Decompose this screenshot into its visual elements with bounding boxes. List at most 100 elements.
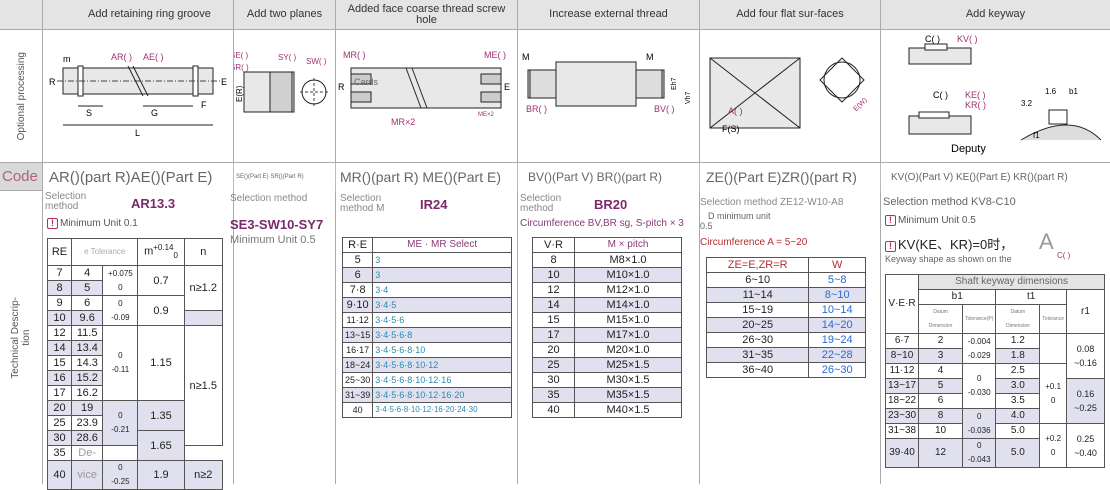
- shape-note: Keyway shape as shown on the: [885, 254, 1012, 264]
- selection-method-label: Selection method: [45, 191, 87, 212]
- selection-method-label: Selection method KV8-C10: [883, 196, 1016, 208]
- code-external-thread: BV()(Part V) BR()(part R): [518, 163, 700, 191]
- d-min-value: 0.5: [700, 221, 713, 231]
- label-sy: SY( ): [278, 53, 297, 62]
- code-coarse-thread: MR()(part R) ME()(Part E): [336, 163, 518, 191]
- label-v32: 3.2: [1021, 99, 1033, 108]
- corner-cell: [0, 0, 43, 30]
- illustration-two-planes: SE( ) SR( ) SY( ) SW( ) E(R): [234, 30, 336, 163]
- selection-method-label: Selection method: [520, 193, 562, 214]
- label-fs: F(S): [722, 124, 740, 134]
- header-two-planes: Add two planes: [234, 0, 336, 30]
- info-icon: !: [885, 215, 896, 226]
- selection-value: AR13.3: [131, 196, 176, 211]
- label-sr: SR( ): [234, 63, 249, 72]
- d-min-label: D minimum unit: [708, 211, 771, 221]
- tech-retaining-ring: Selection method AR13.3 !Minimum Unit 0.…: [43, 191, 234, 490]
- label-a: A( ): [728, 106, 743, 116]
- min-unit: !Minimum Unit 0.5: [885, 215, 976, 226]
- label-m: m: [63, 54, 71, 64]
- label-er: E(R): [235, 85, 244, 102]
- selection-value: BR20: [594, 197, 628, 212]
- code-two-planes: SE()(Part E) SR()(Part R): [234, 163, 336, 191]
- label-cards: Cards: [354, 77, 379, 87]
- label-g: G: [151, 108, 158, 118]
- illustration-four-flat: A( ) F(S) E(W): [700, 30, 881, 163]
- tech-external-thread: Selection method BR20 Circumference BV,B…: [518, 191, 700, 484]
- illustration-retaining-ring: AR( ) AE( ) m R E S G F L: [43, 30, 234, 163]
- selection-method-label: Selection method: [230, 193, 308, 204]
- label-mr2: MR×2: [391, 117, 415, 127]
- header-external-thread: Increase external thread: [518, 0, 700, 30]
- label-deputy: Deputy: [951, 143, 986, 155]
- label-m2: M: [646, 52, 654, 62]
- illustration-keyway: C( ) KV( ) C( ) KE( ) KR( ) Deputy 3.2 1…: [881, 30, 1110, 163]
- selection-method-label: Selection method ZE12-W10-A8: [700, 197, 844, 208]
- tech-four-flat: Selection method ZE12-W10-A8 D minimum u…: [700, 191, 881, 484]
- info-icon: !: [885, 241, 896, 252]
- tech-keyway: Selection method KV8-C10 !Minimum Unit 0…: [881, 191, 1110, 484]
- label-eh7: Eh7: [671, 77, 678, 90]
- technical-description-label: Technical Descrip- tion: [10, 296, 32, 379]
- circumference-note: Circumference A = 5~20: [700, 237, 808, 248]
- col-e-tol: e Tolerance: [71, 238, 139, 266]
- header-keyway: Add keyway: [881, 0, 1110, 30]
- label-f1: f1: [1033, 131, 1040, 140]
- header-four-flat: Add four flat sur-faces: [700, 0, 881, 30]
- label-s: S: [86, 108, 92, 118]
- header-coarse-thread: Added face coarse thread screw hole: [336, 0, 518, 30]
- code-four-flat: ZE()(Part E)ZR()(part R): [700, 163, 881, 191]
- label-c1: C( ): [925, 34, 940, 44]
- label-v16: 1.6: [1045, 87, 1057, 96]
- col-m: m+0.140: [137, 238, 185, 266]
- label-mr: MR( ): [343, 50, 366, 60]
- label-f: F: [201, 100, 207, 110]
- label-ke: KE( ): [965, 90, 986, 100]
- c-label: C( ): [1057, 251, 1071, 260]
- code-label: Code: [0, 163, 43, 191]
- label-r: R: [338, 82, 345, 92]
- optional-processing-label-cell: Optional processing: [0, 30, 43, 163]
- code-retaining-ring: AR()(part R)AE()(Part E): [43, 163, 234, 191]
- selection-method-label: Selection method M: [340, 193, 385, 214]
- label-bv: BV( ): [654, 104, 675, 114]
- label-vh7: Vh7: [685, 91, 692, 104]
- min-unit: Minimum Unit 0.5: [230, 234, 316, 246]
- illustration-coarse-thread: MR( ) ME( ) R E Cards MR×2 ME×2: [336, 30, 518, 163]
- circumference-note: Circumference BV,BR sg, S-pitch × 3: [520, 218, 684, 229]
- kv-note: !KV(KE、KR)=0时，: [885, 234, 1013, 253]
- label-ew: E(W): [852, 97, 868, 113]
- label-ae: AE( ): [143, 52, 164, 62]
- info-icon: !: [47, 218, 58, 229]
- label-kr: KR( ): [965, 100, 986, 110]
- label-e: E: [504, 82, 510, 92]
- big-a: A: [1039, 229, 1054, 254]
- label-r: R: [49, 77, 56, 87]
- label-c2: C( ): [933, 90, 948, 100]
- label-m1: M: [522, 52, 530, 62]
- label-l: L: [135, 128, 140, 138]
- label-me2: ME×2: [478, 112, 495, 118]
- label-ar: AR( ): [111, 52, 132, 62]
- min-unit: !Minimum Unit 0.1: [47, 218, 138, 229]
- label-sw: SW( ): [306, 57, 327, 66]
- technical-description-label-cell: Technical Descrip- tion: [0, 191, 43, 484]
- selection-value: SE3-SW10-SY7: [230, 217, 324, 232]
- optional-processing-label: Optional processing: [15, 51, 27, 141]
- label-se: SE( ): [234, 51, 249, 60]
- selection-value: IR24: [420, 197, 448, 212]
- label-br: BR( ): [526, 104, 547, 114]
- label-b1: b1: [1069, 87, 1078, 96]
- col-n: n: [183, 238, 224, 266]
- code-keyway: KV(O)(Part V) KE()(Part E) KR()(part R): [891, 171, 1068, 183]
- tech-two-planes: Selection method SE3-SW10-SY7 Minimum Un…: [230, 191, 336, 484]
- col-re: RE: [46, 238, 73, 266]
- illustration-external-thread: M M BR( ) BV( ) Eh7 Vh7: [518, 30, 700, 163]
- label-me: ME( ): [484, 50, 506, 60]
